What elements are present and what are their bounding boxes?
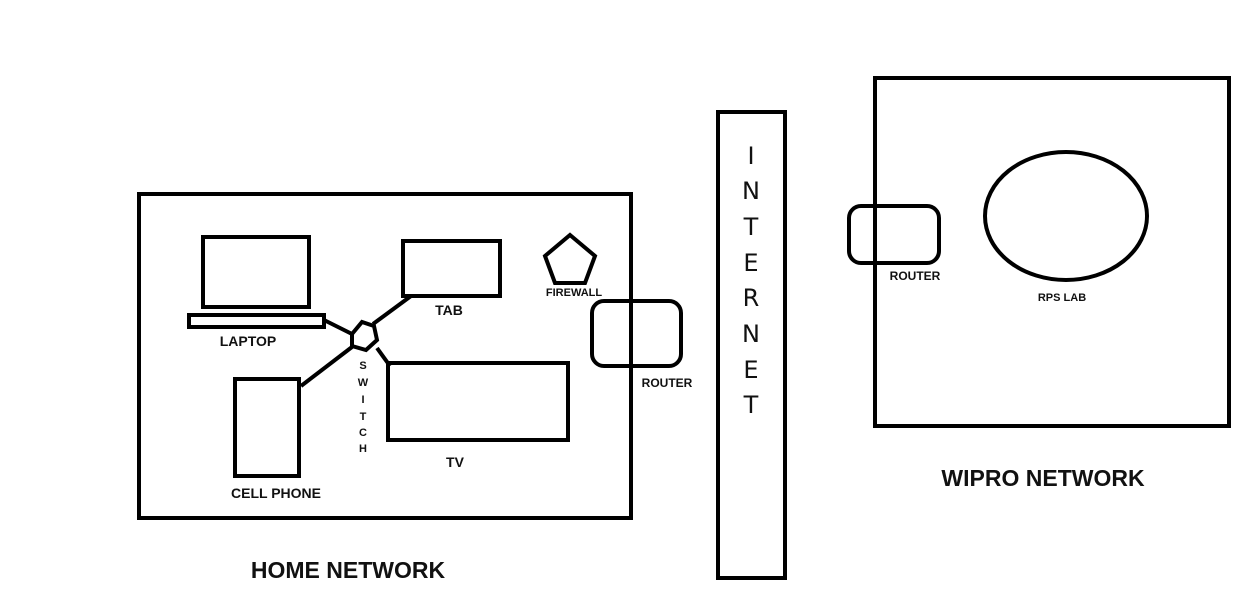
- cell-phone-label: CELL PHONE: [231, 485, 321, 501]
- switch-letter: H: [359, 443, 367, 455]
- internet-letter: T: [743, 213, 759, 241]
- firewall-pentagon-icon: [542, 232, 598, 285]
- rps-lab-label: RPS LAB: [1038, 292, 1086, 304]
- switch-label: S W I T C H: [358, 360, 369, 455]
- internet-letter: N: [742, 177, 760, 205]
- home-network-title: HOME NETWORK: [251, 557, 446, 583]
- tab-icon: [401, 239, 502, 298]
- internet-letter: E: [743, 249, 758, 277]
- wipro-network-title: WIPRO NETWORK: [941, 465, 1145, 491]
- switch-letter: T: [360, 411, 367, 423]
- internet-label: I N T E R N E T: [742, 142, 760, 419]
- tv-label: TV: [446, 454, 465, 470]
- switch-letter: I: [361, 394, 364, 406]
- internet-letter: R: [743, 284, 760, 312]
- wipro-router-label: ROUTER: [890, 269, 941, 283]
- tv-icon: [386, 361, 570, 442]
- laptop-icon: [187, 235, 326, 329]
- link-cellphone-switch: [299, 345, 354, 388]
- wipro-network-boundary: [873, 76, 1231, 428]
- rps-lab-ellipse: [983, 150, 1149, 282]
- internet-bar: [716, 110, 787, 580]
- internet-letter: T: [743, 391, 759, 419]
- firewall-label: FIREWALL: [546, 287, 602, 299]
- laptop-base: [187, 313, 326, 329]
- wipro-router-icon: [847, 204, 941, 265]
- link-tab-switch: [371, 294, 413, 326]
- link-laptop-switch: [323, 318, 353, 336]
- switch-letter: S: [359, 360, 366, 372]
- laptop-screen: [201, 235, 311, 309]
- home-network-boundary: [137, 192, 633, 520]
- tab-label: TAB: [435, 302, 463, 318]
- switch-hexagon-icon: [350, 319, 380, 353]
- switch-letter: W: [358, 377, 369, 389]
- switch-letter: C: [359, 427, 367, 439]
- home-router-label: ROUTER: [642, 376, 693, 390]
- internet-letter: I: [747, 142, 754, 170]
- home-router-icon: [590, 299, 683, 368]
- internet-letter: N: [742, 320, 760, 348]
- laptop-label: LAPTOP: [220, 333, 277, 349]
- internet-letter: E: [743, 356, 758, 384]
- cell-phone-icon: [233, 377, 301, 478]
